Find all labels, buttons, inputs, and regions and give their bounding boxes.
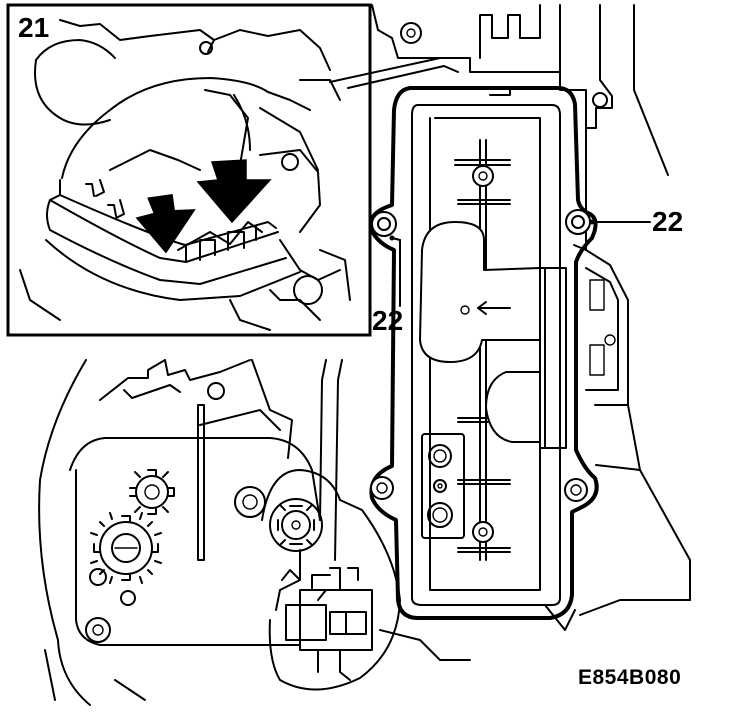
double-down-arrow-icon [135,159,272,254]
callout-leaders [389,219,651,307]
lower-assembly [38,359,471,706]
inset-leader [329,57,459,89]
screw-right-callout-label: 22 [652,206,684,237]
small-gear [129,469,175,515]
inner-mechanism [419,139,567,561]
detail-inset [6,3,372,337]
cover-plate [368,86,599,620]
inset-frame [6,3,372,337]
screw-left [371,211,397,237]
screw-lower-right [564,478,588,502]
screw-left-callout-label: 22 [372,305,404,336]
background-housing [371,4,691,631]
large-gear [90,512,162,584]
figure-id-code: E854B080 [578,666,682,689]
screw-right [565,209,591,235]
inset-callout-label: 21 [18,12,50,43]
screw-lower-left [370,476,394,500]
